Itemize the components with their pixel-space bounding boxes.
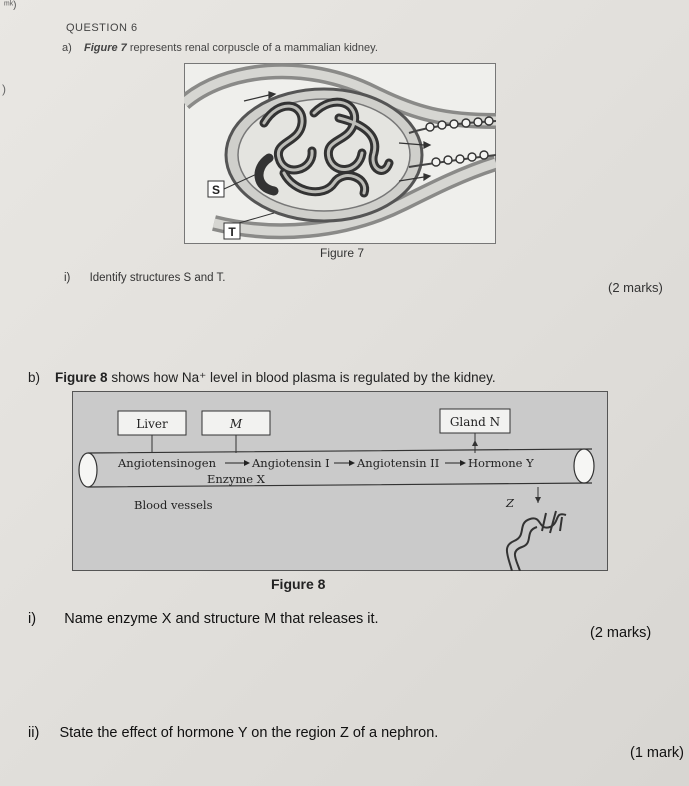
figure-7-reference: Figure 7 — [84, 42, 127, 54]
liver-label: Liver — [136, 417, 168, 431]
part-b-question-ii: ii) State the effect of hormone Y on the… — [28, 725, 438, 741]
marks-b-i: (2 marks) — [590, 625, 652, 641]
question-text: State the effect of hormone Y on the reg… — [59, 725, 439, 741]
question-title: QUESTION 6 — [66, 22, 138, 34]
gland-n-label: Gland N — [450, 415, 500, 429]
blood-vessels-label: Blood vessels — [134, 498, 213, 512]
figure-8-renin-angiotensin-diagram: Liver M Gland N Angiotensinogen Angioten… — [72, 391, 608, 571]
angiotensin-1-label: Angiotensin I — [251, 456, 330, 470]
marks-b-ii: (1 mark) — [630, 745, 684, 761]
marks-a-i: (2 marks) — [608, 280, 663, 295]
angiotensin-2-label: Angiotensin II — [356, 456, 439, 470]
question-number: ii) — [28, 725, 40, 741]
angiotensinogen-label: Angiotensinogen — [117, 456, 217, 470]
figure-8-caption: Figure 8 — [271, 576, 326, 592]
part-a-label: a) — [62, 42, 72, 54]
label-s: S — [212, 183, 220, 197]
corner-mark: ᵐᵏ) — [4, 0, 17, 11]
question-number: i) — [64, 272, 71, 284]
part-a-statement: a) Figure 7 represents renal corpuscle o… — [62, 42, 378, 54]
question-text: Identify structures S and T. — [89, 272, 226, 284]
m-label: M — [229, 417, 243, 431]
part-b-label: b) — [28, 370, 41, 385]
hormone-y-label: Hormone Y — [468, 456, 534, 470]
figure-7-renal-corpuscle: S T — [184, 63, 496, 244]
part-b-statement: b) Figure 8 shows how Na⁺ level in blood… — [28, 370, 496, 386]
part-a-question-i: i) Identify structures S and T. — [64, 272, 226, 284]
figure-7-caption: Figure 7 — [320, 246, 365, 260]
part-a-text: represents renal corpuscle of a mammalia… — [129, 42, 378, 54]
question-text: Name enzyme X and structure M that relea… — [64, 611, 379, 627]
question-number: i) — [28, 611, 37, 627]
nephron-sketch-icon — [506, 510, 567, 571]
z-label: Z — [505, 496, 515, 510]
margin-mark: ) — [2, 82, 6, 96]
label-t: T — [228, 225, 236, 239]
enzyme-x-label: Enzyme X — [207, 472, 266, 486]
part-b-question-i: i) Name enzyme X and structure M that re… — [28, 611, 379, 627]
part-b-text: shows how Na⁺ level in blood plasma is r… — [111, 370, 496, 385]
figure-8-reference: Figure 8 — [55, 370, 108, 385]
